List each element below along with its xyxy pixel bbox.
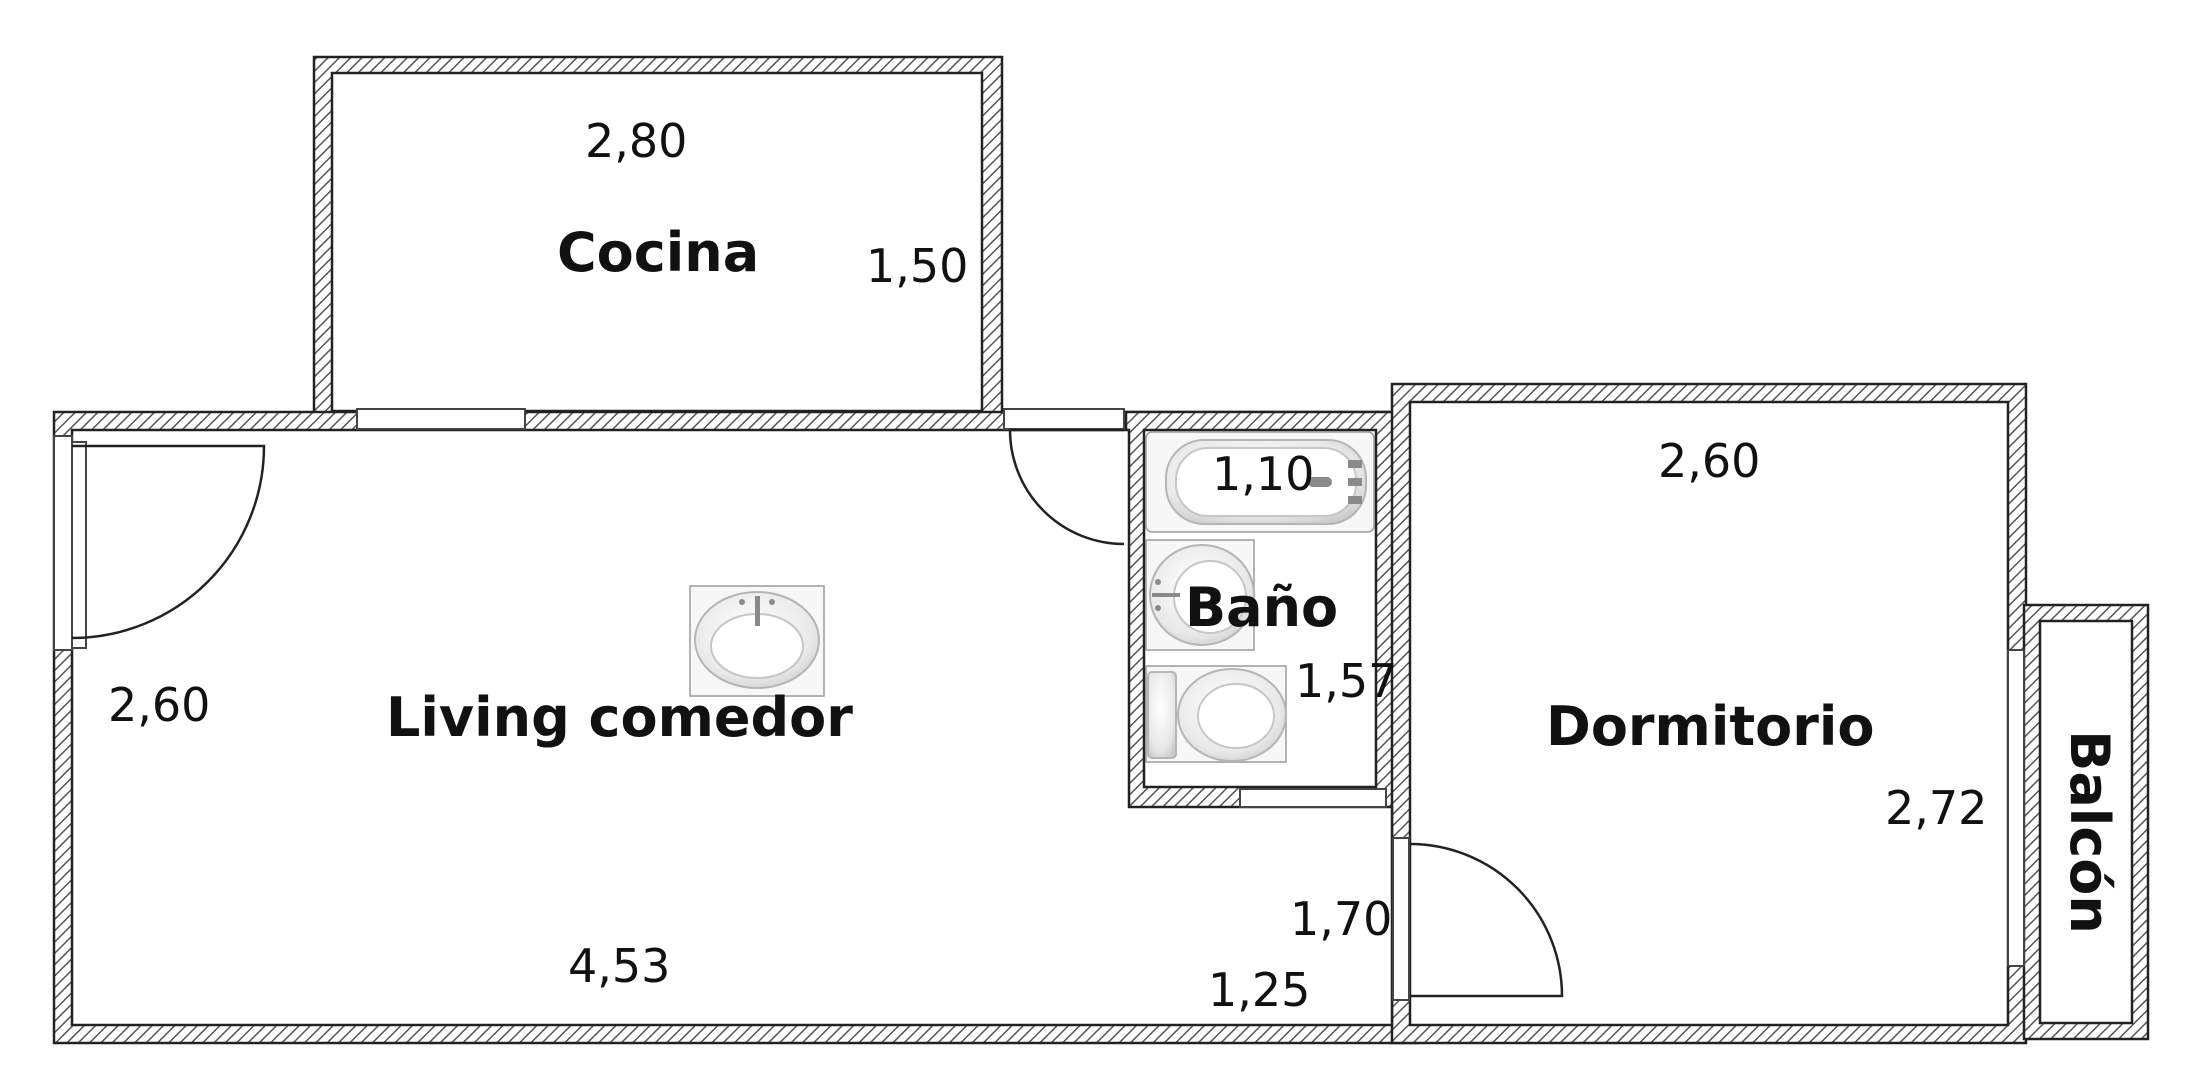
dormitorio-door-swing <box>1409 842 1564 998</box>
window-balcon <box>2007 649 2025 967</box>
dim-cocina-width: 2,80 <box>585 114 687 168</box>
toilet-icon <box>1145 665 1287 763</box>
floor-dormitorio <box>1408 400 2010 1027</box>
window-cocina <box>356 408 526 430</box>
dim-dormitorio-width: 2,60 <box>1658 434 1760 488</box>
entrance-opening <box>53 435 73 651</box>
cocina-door-swing <box>1008 429 1125 546</box>
openings <box>53 408 2025 967</box>
entrance-door-swing <box>71 444 266 640</box>
room-label-living: Living comedor <box>386 686 853 749</box>
dim-living-width: 4,53 <box>568 939 670 993</box>
dim-living-corridor-width: 1,25 <box>1208 963 1310 1017</box>
floors <box>70 71 2134 1027</box>
bathtub-icon <box>1145 431 1375 533</box>
room-label-cocina: Cocina <box>557 221 759 284</box>
washbasin-icon <box>1145 539 1255 651</box>
dim-cocina-depth: 1,50 <box>866 239 968 293</box>
room-label-bano: Baño <box>1185 576 1338 639</box>
dim-living-depth: 2,60 <box>108 678 210 732</box>
window-bano <box>1239 788 1387 808</box>
dormitorio-door-leaf <box>1392 837 1410 1001</box>
dim-bano-width: 1,10 <box>1212 447 1314 501</box>
floor-balcon <box>2038 619 2134 1025</box>
floor-living <box>70 428 1394 1027</box>
room-label-balcon: Balcón <box>2058 730 2121 934</box>
sink-icon <box>689 585 825 697</box>
doors <box>71 428 1564 1001</box>
dim-bano-depth: 1,57 <box>1295 654 1397 708</box>
entrance-door-leaf <box>71 441 87 649</box>
dim-living-corridor-length: 1,70 <box>1290 892 1392 946</box>
room-label-dormitorio: Dormitorio <box>1546 695 1874 758</box>
passage-cocina-living <box>1003 408 1125 430</box>
dim-dormitorio-depth: 2,72 <box>1885 781 1987 835</box>
dimension-labels: 2,80 1,50 2,60 4,53 1,70 1,25 1,10 1,57 … <box>108 114 1987 1017</box>
floor-cocina <box>330 71 984 413</box>
room-labels: Cocina Living comedor Baño Dormitorio Ba… <box>386 221 2121 934</box>
